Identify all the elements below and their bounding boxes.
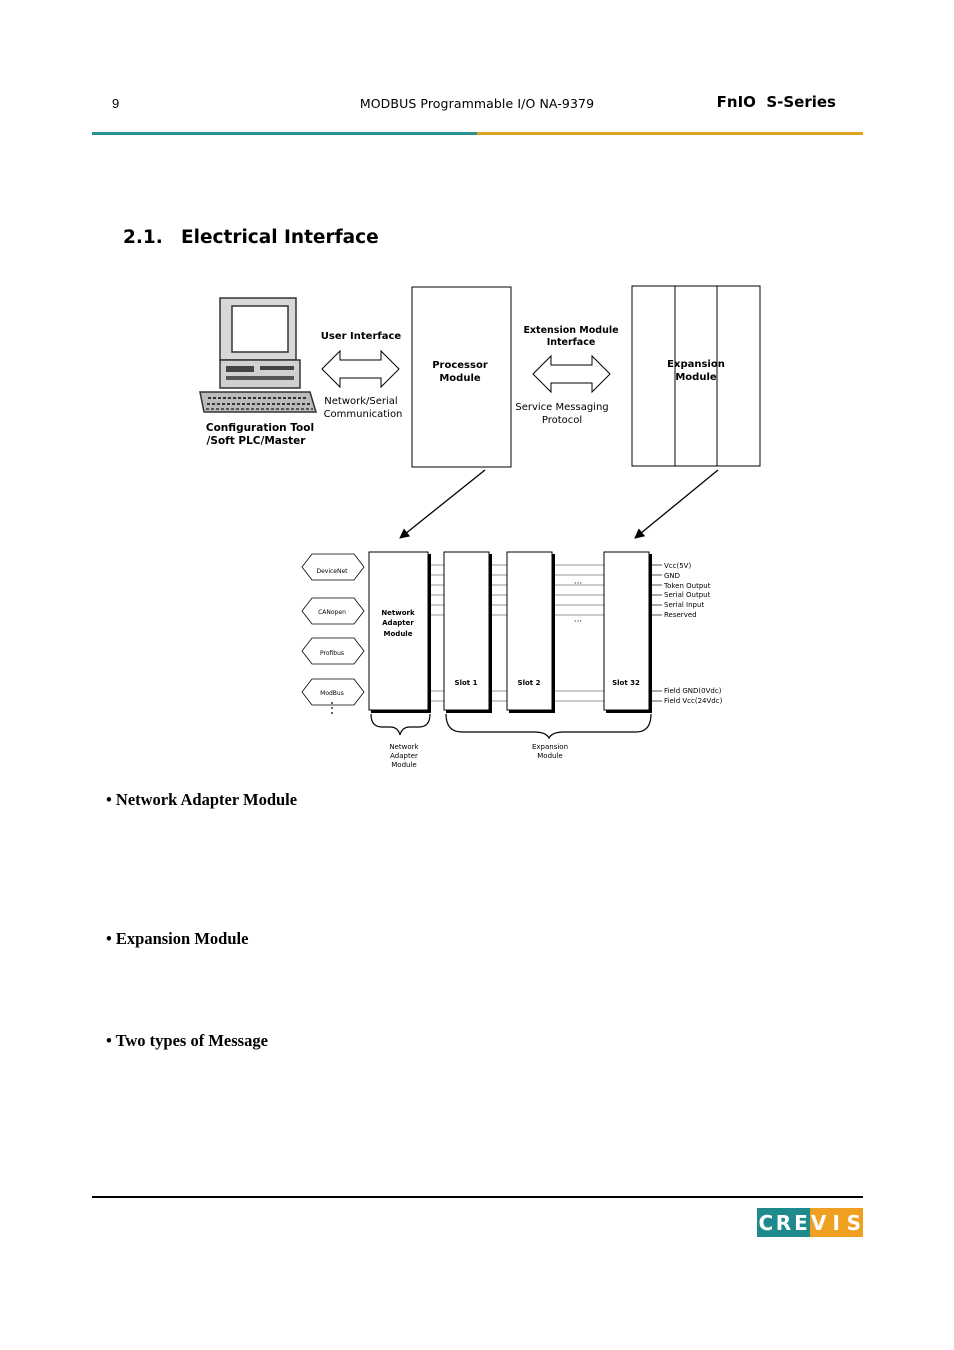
header-rule-orange xyxy=(477,132,863,135)
logo-letter: I xyxy=(827,1208,845,1237)
brace-adapter-label-2: Adapter xyxy=(390,752,418,760)
section-title: Electrical Interface xyxy=(181,227,379,248)
arrow-processor-to-adapter xyxy=(399,469,486,539)
user-interface-label: User Interface xyxy=(321,331,402,342)
network-protocol-arrows xyxy=(301,553,365,706)
adapter-label-3: Module xyxy=(384,630,413,638)
brace-adapter-label-1: Network xyxy=(389,743,419,751)
slot-1-box xyxy=(443,551,490,711)
horizontal-ellipsis-2: ··· xyxy=(574,617,583,627)
signal-label-vcc: Vcc(5V) xyxy=(664,562,691,570)
brace-network-adapter xyxy=(370,713,431,736)
ext-interface-label-2: Interface xyxy=(547,337,596,348)
logo-letter: V xyxy=(809,1208,828,1237)
brace-expansion-module xyxy=(445,713,652,740)
processor-label-2: Module xyxy=(439,373,481,384)
footer-rule xyxy=(92,1196,863,1198)
arrow-expansion-to-slots xyxy=(634,469,719,539)
signal-label-token-output: Token Output xyxy=(663,582,711,590)
crevis-logo: C R E V I S xyxy=(757,1208,863,1237)
adapter-label-2: Adapter xyxy=(382,619,414,627)
network-adapter-module-box xyxy=(368,551,429,711)
service-msg-label-2: Protocol xyxy=(542,415,582,426)
service-msg-label-1: Service Messaging xyxy=(515,402,608,413)
ext-interface-label-1: Extension Module xyxy=(523,325,618,336)
slot-2-box xyxy=(506,551,553,711)
logo-letter: R xyxy=(774,1208,793,1237)
bullet-two-types-of-message: • Two types of Message xyxy=(106,1031,268,1050)
config-tool-label-1: Configuration Tool xyxy=(206,422,314,434)
network-label-canopen: CANopen xyxy=(318,609,346,616)
brace-adapter-label-3: Module xyxy=(391,761,416,769)
network-label-profibus: Profibus xyxy=(320,650,344,657)
network-label-devicenet: DeviceNet xyxy=(316,568,348,575)
slot-32-box xyxy=(603,551,650,711)
slot-label-2: Slot 2 xyxy=(518,679,541,687)
page-number: 9 xyxy=(112,96,120,111)
vertical-ellipsis xyxy=(331,702,333,714)
bullet-expansion-module: • Expansion Module xyxy=(106,929,249,948)
signal-label-reserved: Reserved xyxy=(664,611,697,619)
logo-letter: C xyxy=(757,1208,775,1237)
network-serial-label-2: Communication xyxy=(324,409,403,420)
network-serial-label-1: Network/Serial xyxy=(324,396,397,407)
network-label-modbus: ModBus xyxy=(320,690,344,697)
signal-label-gnd: GND xyxy=(664,572,680,580)
slot-label-1: Slot 1 xyxy=(455,679,478,687)
section-number: 2.1. xyxy=(123,227,163,248)
electrical-interface-diagram: Configuration Tool /Soft PLC/Master User… xyxy=(199,285,761,769)
logo-letter: S xyxy=(844,1208,863,1237)
logo-letter: E xyxy=(792,1208,810,1237)
slot-label-32: Slot 32 xyxy=(612,679,640,687)
config-tool-label-2: /Soft PLC/Master xyxy=(207,435,307,447)
expansion-label-2: Module xyxy=(675,372,717,383)
brace-expansion-label-2: Module xyxy=(537,752,562,760)
signal-label-serial-output: Serial Output xyxy=(664,591,711,599)
expansion-label-1: Expansion xyxy=(667,359,725,370)
header-rule-teal xyxy=(92,132,477,135)
bullet-network-adapter-module: • Network Adapter Module xyxy=(106,790,298,809)
expansion-module-box xyxy=(631,285,761,467)
adapter-label-1: Network xyxy=(381,609,415,617)
series-label: FnIO S-Series xyxy=(716,93,836,111)
signal-label-serial-input: Serial Input xyxy=(664,601,704,609)
processor-label-1: Processor xyxy=(432,360,488,371)
horizontal-ellipsis-1: ··· xyxy=(574,579,583,589)
brace-expansion-label-1: Expansion xyxy=(532,743,568,751)
signal-label-field-gnd: Field GND(0Vdc) xyxy=(664,687,722,695)
double-arrow-extension-interface xyxy=(532,354,611,394)
double-arrow-user-interface xyxy=(321,349,400,389)
document-title: MODBUS Programmable I/O NA-9379 xyxy=(359,96,595,111)
computer-icon xyxy=(199,297,318,413)
signal-label-field-vcc: Field Vcc(24Vdc) xyxy=(664,697,723,705)
processor-module-box xyxy=(411,286,512,468)
